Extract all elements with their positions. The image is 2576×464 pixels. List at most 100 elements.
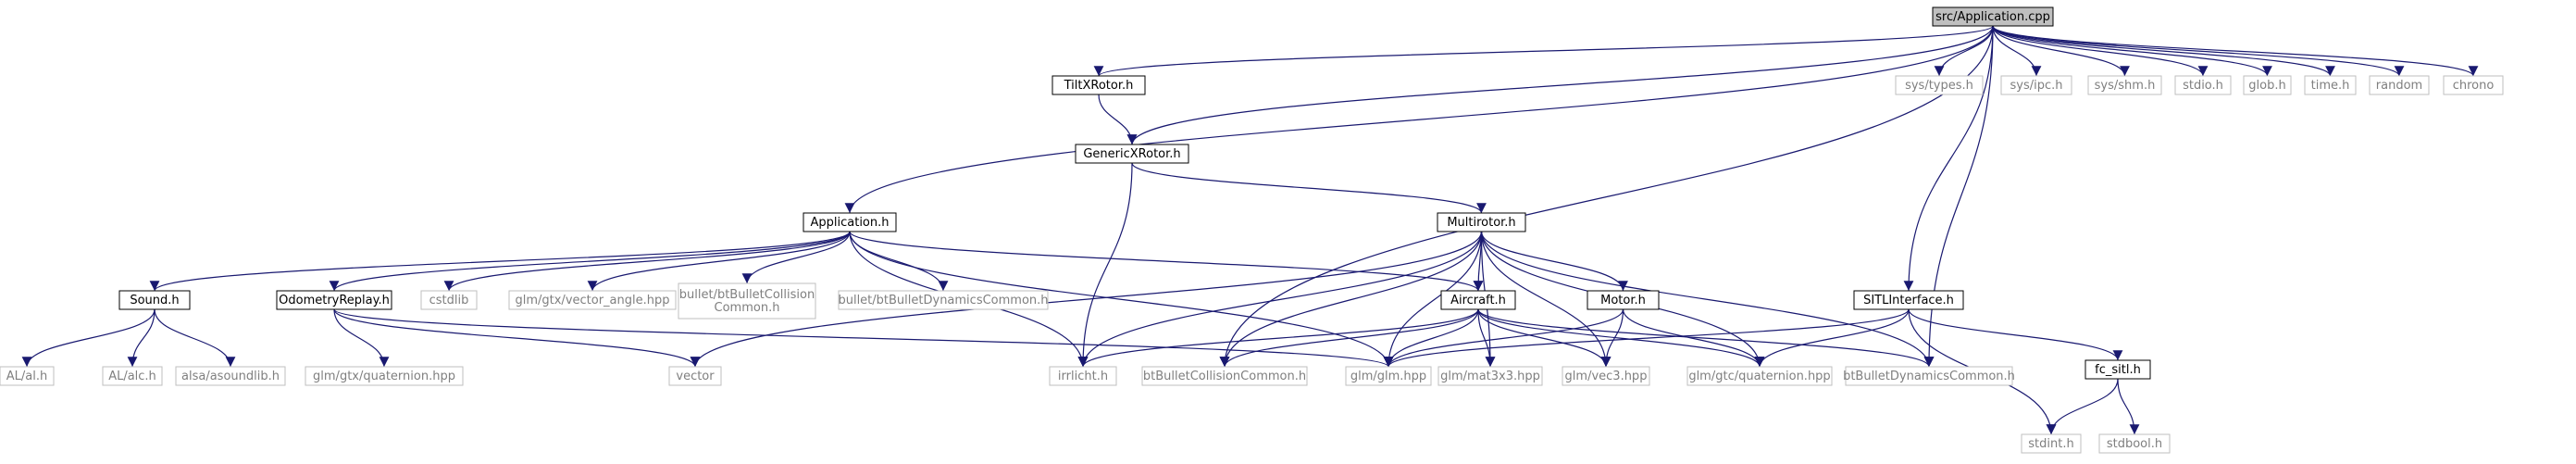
node-label: glob.h — [2248, 79, 2285, 93]
node-src-application-cpp[interactable]: src/Application.cpp — [1932, 6, 2054, 27]
edge-application_h-to-bullet_btdyn — [849, 231, 949, 292]
node-sound[interactable]: Sound.h — [118, 290, 191, 310]
node-box — [305, 366, 464, 386]
node-label: sys/types.h — [1905, 79, 1973, 93]
node-btcoll: btBulletCollisionCommon.h — [1141, 366, 1308, 386]
edge-application_h-to-cstdlib — [443, 231, 851, 292]
node-box — [1437, 366, 1543, 386]
edge-src_application_cpp-to-chrono — [1992, 25, 2479, 77]
node-label: irrlicht.h — [1058, 370, 1108, 383]
node-box — [1141, 366, 1308, 386]
edge-multirotor-to-irrlicht — [1077, 231, 1483, 368]
node-fc-sitl[interactable]: fc_sitl.h — [2084, 359, 2151, 380]
node-box — [2243, 75, 2292, 95]
node-application-h[interactable]: Application.h — [803, 212, 897, 232]
node-stdbool: stdbool.h — [2098, 433, 2171, 454]
node-sys-ipc: sys/ipc.h — [2000, 75, 2072, 95]
node-vector-angle: glm/gtx/vector_angle.hpp — [508, 290, 677, 310]
node-box — [420, 290, 478, 310]
node-box — [2098, 433, 2171, 454]
node-label: src/Application.cpp — [1935, 10, 2050, 24]
edge-aircraft-to-gtc_quat — [1477, 308, 1765, 368]
node-box — [1853, 290, 1964, 310]
node-box — [175, 366, 286, 386]
edge-multirotor-to-btcoll — [1219, 231, 1483, 368]
edge-application_h-to-bullet_btcoll — [741, 231, 851, 284]
node-stdio: stdio.h — [2174, 75, 2232, 95]
node-multirotor[interactable]: Multirotor.h — [1437, 212, 1526, 232]
edge-src_application_cpp-to-glob — [1992, 25, 2272, 77]
node-al-al: AL/al.h — [0, 366, 55, 386]
node-genericx[interactable]: GenericXRotor.h — [1075, 144, 1189, 164]
node-box — [2000, 75, 2072, 95]
node-box — [102, 366, 163, 386]
node-label: glm/gtx/quaternion.hpp — [313, 370, 455, 383]
node-box — [803, 212, 897, 232]
edge-src_application_cpp-to-sys_ipc — [1992, 25, 2042, 77]
edge-sound-to-al_alc — [127, 308, 156, 368]
node-box — [1075, 144, 1189, 164]
node-label: Multirotor.h — [1447, 216, 1515, 230]
node-label: stdbool.h — [2107, 437, 2162, 451]
edge-application_h-to-glm — [849, 231, 1394, 368]
node-label: Application.h — [810, 216, 889, 230]
node-cstdlib: cstdlib — [420, 290, 478, 310]
edge-fc_sitl-to-stdbool — [2117, 378, 2140, 435]
edge-src_application_cpp-to-stdio — [1992, 25, 2209, 77]
edge-aircraft-to-vec3 — [1477, 308, 1612, 368]
node-box — [118, 290, 191, 310]
node-mat3: glm/mat3x3.hpp — [1437, 366, 1543, 386]
edge-sound-to-al_al — [21, 308, 156, 368]
edge-multirotor-to-motor — [1480, 231, 1628, 292]
node-sys-shm: sys/shm.h — [2087, 75, 2162, 95]
node-label: glm/mat3x3.hpp — [1440, 370, 1540, 383]
node-box — [508, 290, 677, 310]
node-box — [276, 290, 392, 310]
edge-motor-to-gtc_quat — [1622, 308, 1765, 368]
node-box — [2304, 75, 2357, 95]
node-irrlicht: irrlicht.h — [1049, 366, 1117, 386]
edge-genericx-to-multirotor — [1131, 162, 1487, 214]
node-motor[interactable]: Motor.h — [1587, 290, 1660, 310]
edge-multirotor-to-glm — [1383, 231, 1483, 368]
node-gtx-quat: glm/gtx/quaternion.hpp — [305, 366, 464, 386]
node-box — [1049, 366, 1117, 386]
node-label: btBulletCollisionCommon.h — [1143, 370, 1306, 383]
edge-src_application_cpp-to-time — [1992, 25, 2335, 77]
node-aircraft[interactable]: Aircraft.h — [1440, 290, 1516, 310]
edge-src_application_cpp-to-tiltx — [1093, 25, 1994, 77]
edge-multirotor-to-vector — [690, 231, 1483, 368]
node-label: stdint.h — [2028, 437, 2073, 451]
node-tiltx[interactable]: TiltXRotor.h — [1052, 75, 1146, 95]
edge-src_application_cpp-to-sys_shm — [1992, 25, 2130, 77]
node-box — [1932, 6, 2054, 27]
node-odometry[interactable]: OdometryReplay.h — [276, 290, 392, 310]
node-sitl[interactable]: SITLInterface.h — [1853, 290, 1964, 310]
node-label: vector — [676, 370, 715, 383]
node-label: cstdlib — [429, 294, 469, 307]
node-time: time.h — [2304, 75, 2357, 95]
node-label: AL/al.h — [6, 370, 47, 383]
node-label: btBulletDynamicsCommon.h — [1843, 370, 2015, 383]
edge-multirotor-to-btdyn — [1480, 231, 1935, 368]
node-glm: glm/glm.hpp — [1345, 366, 1432, 386]
edge-aircraft-to-mat3 — [1477, 308, 1496, 368]
edge-sitl-to-glm — [1383, 308, 1910, 368]
edge-src_application_cpp-to-application_h — [844, 25, 1994, 214]
node-label: GenericXRotor.h — [1083, 147, 1180, 161]
node-label: time.h — [2311, 79, 2350, 93]
node-box — [1845, 366, 2013, 386]
node-box — [678, 282, 816, 320]
edge-multirotor-to-vec3 — [1480, 231, 1612, 368]
node-box — [1437, 212, 1526, 232]
node-label: glm/gtc/quaternion.hpp — [1688, 370, 1830, 383]
edge-application_h-to-odometry — [329, 231, 851, 292]
edge-src_application_cpp-to-random — [1992, 25, 2405, 77]
node-box — [2174, 75, 2232, 95]
edge-genericx-to-irrlicht — [1077, 162, 1133, 368]
edge-sitl-to-gtc_quat — [1754, 308, 1910, 368]
node-label: random — [2376, 79, 2422, 93]
node-box — [2084, 359, 2151, 380]
node-sys-types: sys/types.h — [1895, 75, 1984, 95]
